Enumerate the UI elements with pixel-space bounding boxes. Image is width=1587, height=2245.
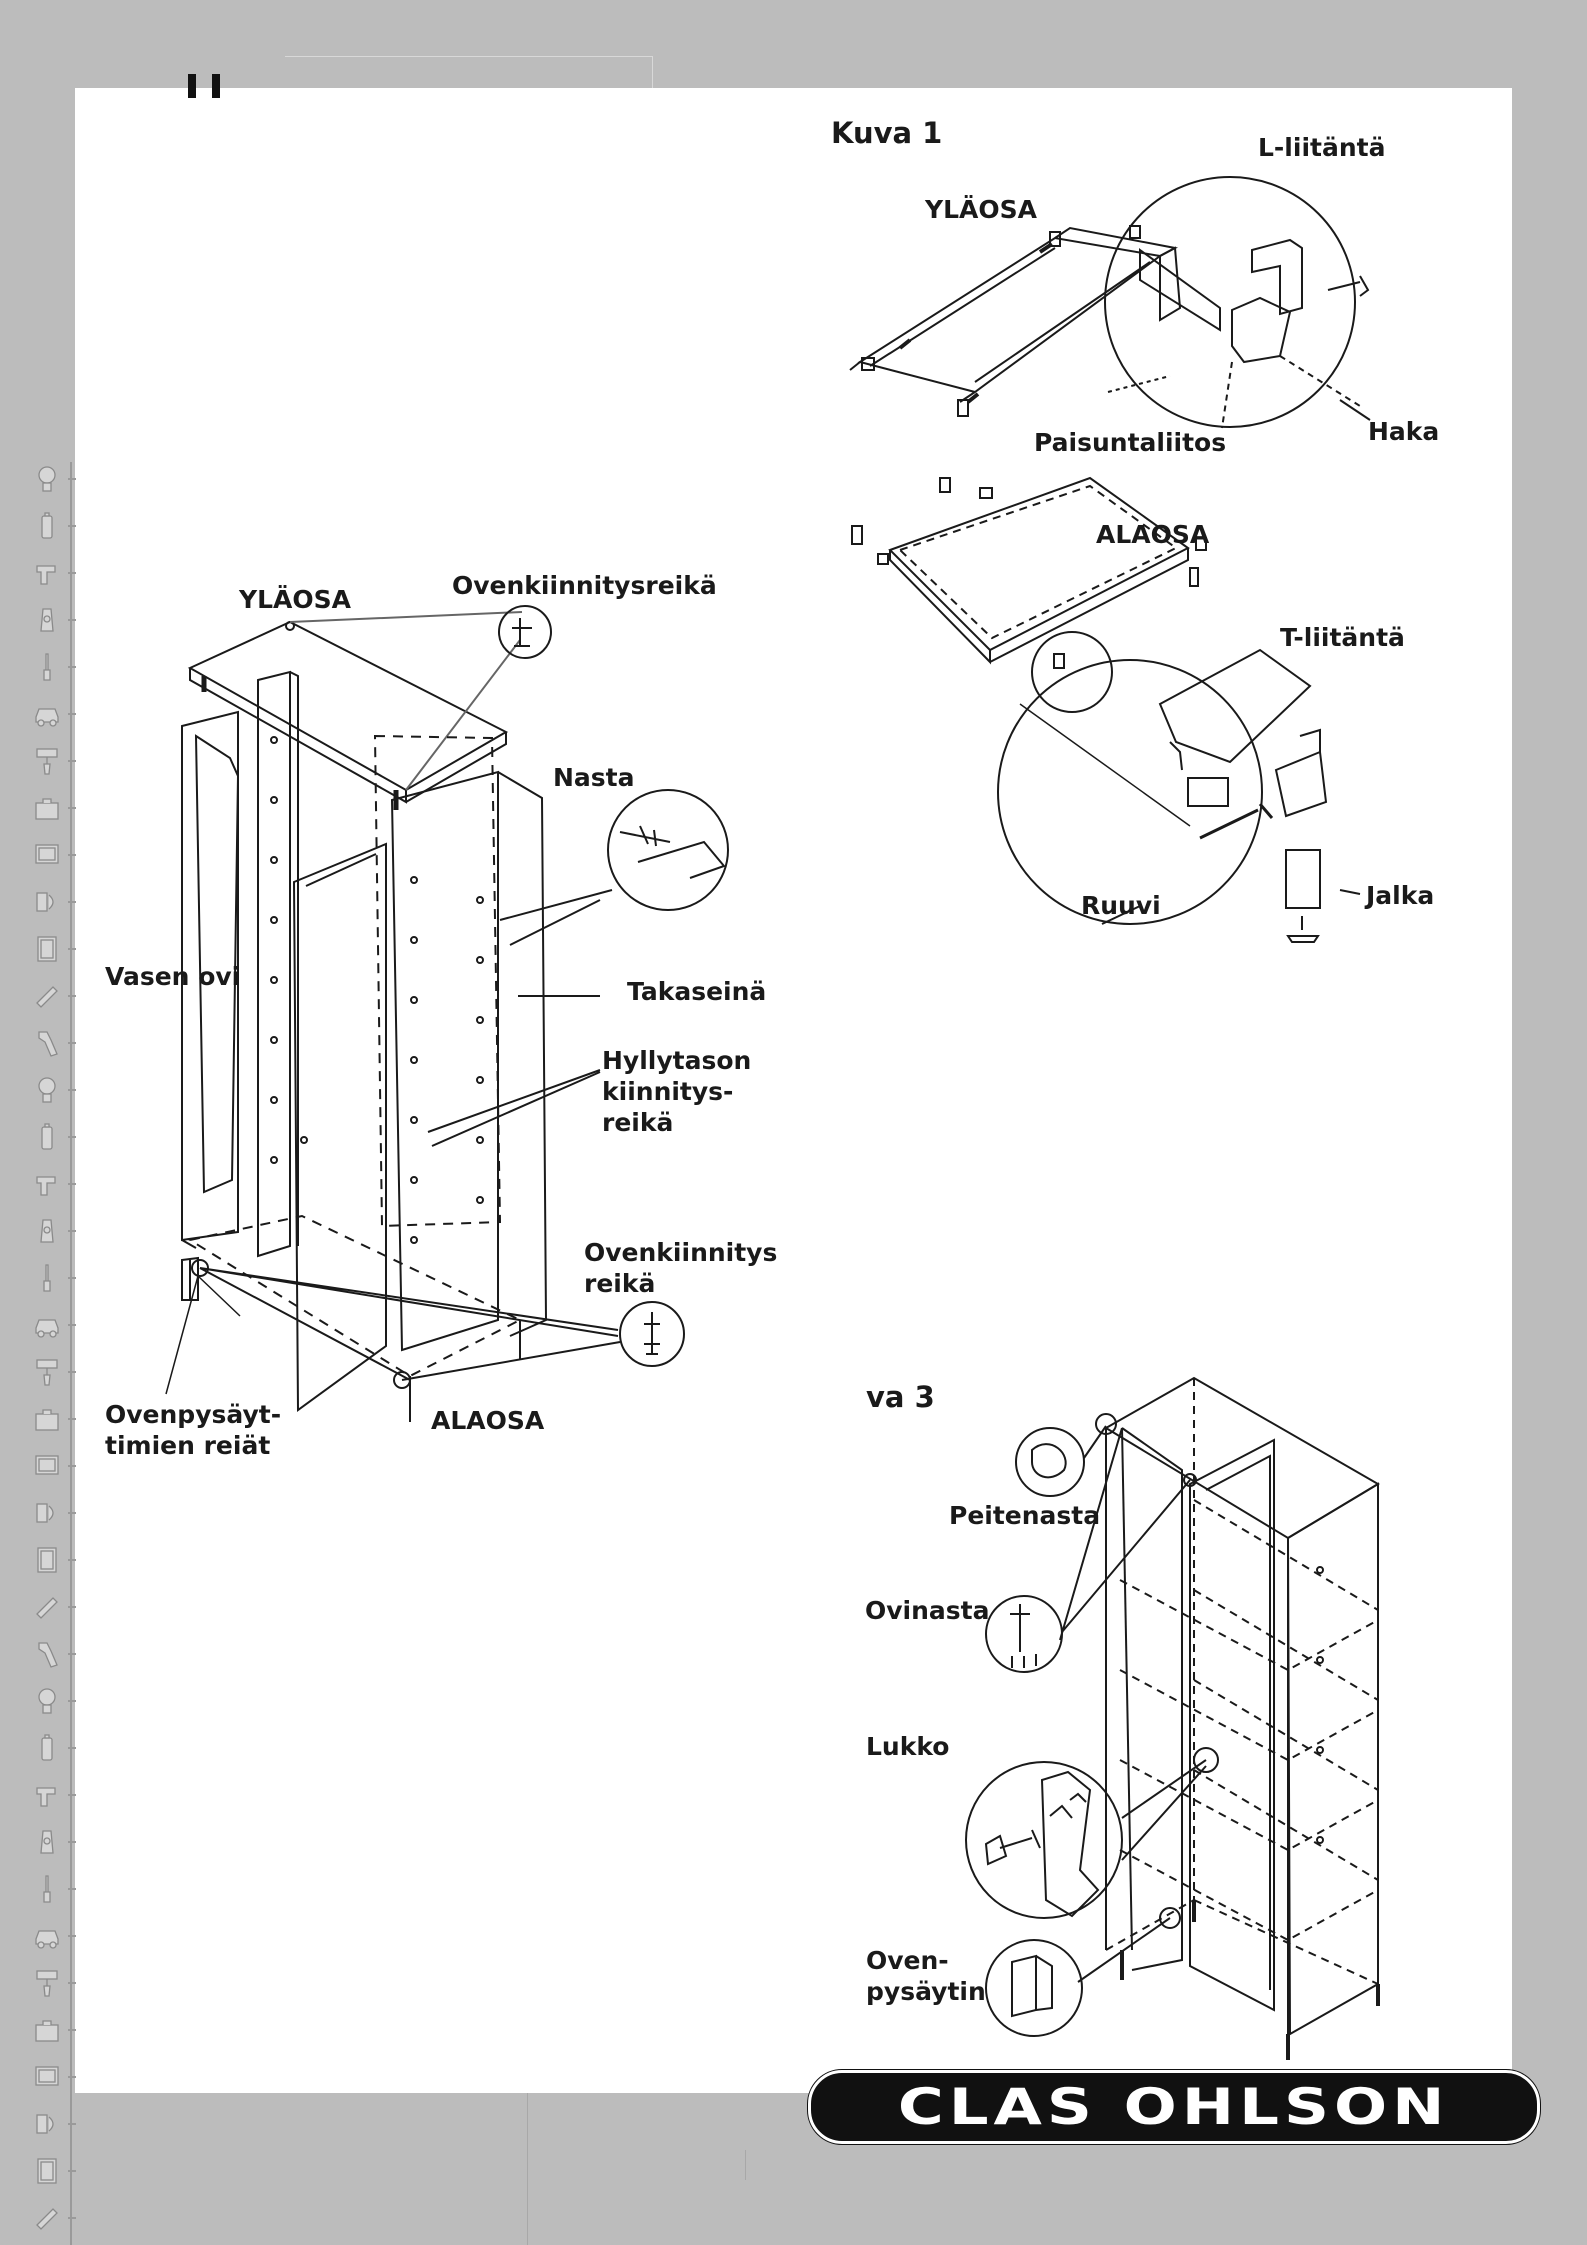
rail-line xyxy=(70,462,72,2245)
top-tab-outline xyxy=(285,56,653,89)
battery-icon xyxy=(32,1120,62,1154)
t-joint-detail xyxy=(998,632,1360,942)
top-frame-drawing xyxy=(850,226,1180,416)
glue-icon xyxy=(32,1825,62,1859)
glue-icon xyxy=(32,603,62,637)
car-icon xyxy=(32,1919,62,1953)
figure3-cabinet-diagram xyxy=(900,1370,1420,2050)
glue-icon xyxy=(32,1214,62,1248)
bulb-icon xyxy=(32,1073,62,1107)
tape-icon xyxy=(32,979,62,1013)
speaker-icon xyxy=(32,1496,62,1530)
tape-icon xyxy=(32,2201,62,2235)
car-icon xyxy=(32,697,62,731)
drill-icon xyxy=(32,1167,62,1201)
lock-detail xyxy=(966,1760,1206,1918)
door-stop-detail xyxy=(986,1918,1170,2036)
tv-icon xyxy=(32,1449,62,1483)
door-icon xyxy=(32,2154,62,2188)
assembled-cabinet-drawing xyxy=(1096,1378,1378,2060)
drill-icon xyxy=(32,1778,62,1812)
figure2-door-hole-top-label: Ovenkiinnitysreikä xyxy=(452,570,717,601)
door-icon xyxy=(32,1543,62,1577)
screwdriver-icon xyxy=(32,1872,62,1906)
pin-detail xyxy=(500,790,728,945)
left-side-panel-drawing xyxy=(258,672,298,1256)
l-joint-detail xyxy=(1105,177,1370,428)
bulb-icon xyxy=(32,1684,62,1718)
bottom-door-hole-detail xyxy=(200,1268,684,1380)
figure1-frame-diagram xyxy=(840,130,1440,970)
top-panel-drawing xyxy=(190,606,551,810)
speaker-icon xyxy=(32,885,62,919)
flashlight-icon xyxy=(32,1637,62,1671)
bulb-icon xyxy=(32,462,62,496)
base-drawing xyxy=(182,1216,520,1422)
battery-icon xyxy=(32,1731,62,1765)
screwdriver-icon xyxy=(32,1261,62,1295)
cropped-heading-glyph xyxy=(188,74,230,98)
category-icon-rail xyxy=(26,462,72,2245)
door-icon xyxy=(32,932,62,966)
toolbox-icon xyxy=(32,1402,62,1436)
flashlight-icon xyxy=(32,1026,62,1060)
car-icon xyxy=(32,1308,62,1342)
bottom-frame-drawing xyxy=(852,478,1206,668)
shelf-hole-leader xyxy=(428,1070,600,1146)
door-stop-leader xyxy=(166,1276,240,1394)
footer-rule xyxy=(527,2093,528,2245)
footer-tick xyxy=(745,2150,746,2180)
paintroller-icon xyxy=(32,744,62,778)
clas-ohlson-logo: CLAS OHLSON xyxy=(808,2070,1540,2144)
paintroller-icon xyxy=(32,1966,62,2000)
battery-icon xyxy=(32,509,62,543)
toolbox-icon xyxy=(32,791,62,825)
cover-pin-detail xyxy=(1016,1426,1106,1496)
toolbox-icon xyxy=(32,2013,62,2047)
tape-icon xyxy=(32,1590,62,1624)
left-door-drawing xyxy=(182,712,238,1248)
speaker-icon xyxy=(32,2107,62,2141)
screwdriver-icon xyxy=(32,650,62,684)
figure2-cabinet-diagram xyxy=(170,600,750,1430)
tv-icon xyxy=(32,2060,62,2094)
paintroller-icon xyxy=(32,1355,62,1389)
tv-icon xyxy=(32,838,62,872)
logo-text: CLAS OHLSON xyxy=(898,2078,1450,2136)
drill-icon xyxy=(32,556,62,590)
right-side-panel-drawing xyxy=(392,772,546,1350)
